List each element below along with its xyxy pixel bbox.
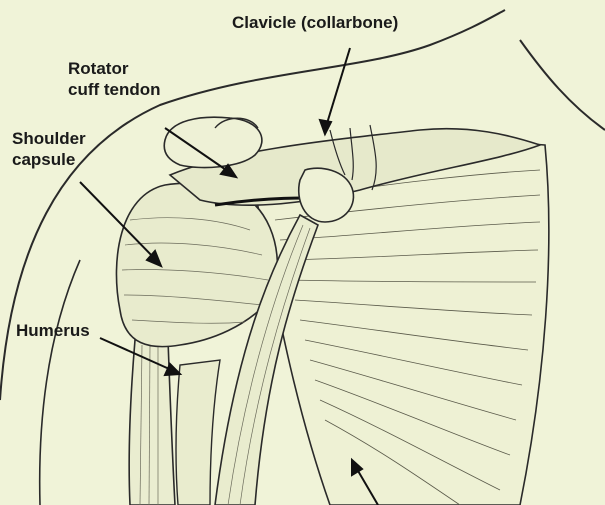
humerus-shaft <box>129 340 175 505</box>
clavicle-label: Clavicle (collarbone) <box>232 12 398 33</box>
shoulder-capsule-label: Shoulder capsule <box>12 128 86 170</box>
clavicle-label-text: Clavicle (collarbone) <box>232 12 398 33</box>
humerus-label-text: Humerus <box>16 320 90 341</box>
humerus-label: Humerus <box>16 320 90 341</box>
shoulder-capsule-label-line2: capsule <box>12 149 86 170</box>
clavicle-arrow <box>325 48 350 130</box>
neck-outline <box>520 40 605 130</box>
rotator-cuff-label-line2: cuff tendon <box>68 79 161 100</box>
lower-arm-band <box>176 360 220 505</box>
arm-outline <box>40 260 80 505</box>
shoulder-capsule-label-line1: Shoulder <box>12 128 86 149</box>
rotator-cuff-label: Rotator cuff tendon <box>68 58 161 100</box>
rotator-cuff-label-line1: Rotator <box>68 58 161 79</box>
